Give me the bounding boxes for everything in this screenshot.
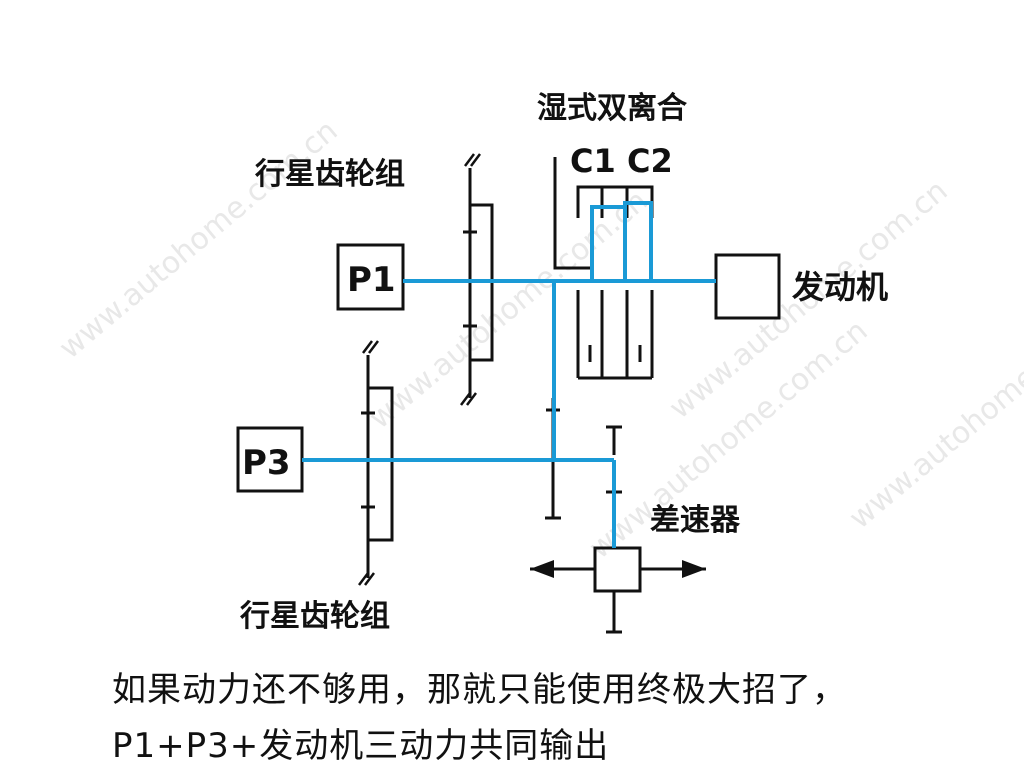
watermark-text: www.autohome.com.cn <box>363 183 655 436</box>
engine-box <box>714 253 781 320</box>
power-flow-c1 <box>590 205 625 281</box>
caption-line-2: P1+P3+发动机三动力共同输出 <box>112 726 610 766</box>
watermark-text: www.autohome.com.cn <box>843 283 1024 536</box>
planetary-top-label: 行星齿轮组 <box>254 157 405 192</box>
engine-label: 发动机 <box>792 268 888 306</box>
axle-arrow-left <box>530 560 554 578</box>
clutch-input-bracket <box>553 157 592 270</box>
motor-p3-label: P3 <box>242 443 291 483</box>
axle-arrow-right <box>682 560 706 578</box>
caption-line-1: 如果动力还不够用，那就只能使用终极大招了， <box>112 670 847 710</box>
clutch-c2-label: C2 <box>627 142 673 180</box>
motor-p1-label: P1 <box>347 260 396 300</box>
diagram-labels: 湿式双离合 C1 C2 行星齿轮组 P1 发动机 P3 差速器 行星齿轮组 <box>239 91 888 634</box>
power-flow-path <box>302 201 716 548</box>
bottom-planetary-carrier <box>368 386 394 542</box>
ground-hatch <box>460 392 471 406</box>
watermark-text: www.autohome.com.cn <box>53 113 345 366</box>
ground-hatch <box>362 340 373 354</box>
axle-arrows <box>530 560 706 578</box>
power-flow-c2 <box>623 201 653 281</box>
powertrain-diagram: www.autohome.com.cn www.autohome.com.cn … <box>53 91 1024 634</box>
ground-hatch <box>464 153 475 167</box>
p1-box <box>336 243 405 311</box>
differential-label: 差速器 <box>650 503 741 538</box>
watermark-layer: www.autohome.com.cn www.autohome.com.cn … <box>53 113 1024 566</box>
ground-hatch <box>466 392 477 406</box>
clutch-c1-label: C1 <box>570 142 616 180</box>
ground-hatch <box>364 572 375 586</box>
ground-hatch <box>358 572 369 586</box>
ground-hatches <box>358 153 481 586</box>
planetary-bottom-label: 行星齿轮组 <box>239 599 390 634</box>
ground-hatch <box>368 340 379 354</box>
clutch-title: 湿式双离合 <box>537 91 687 126</box>
ground-hatch <box>470 153 481 167</box>
mechanical-structure <box>236 157 781 634</box>
